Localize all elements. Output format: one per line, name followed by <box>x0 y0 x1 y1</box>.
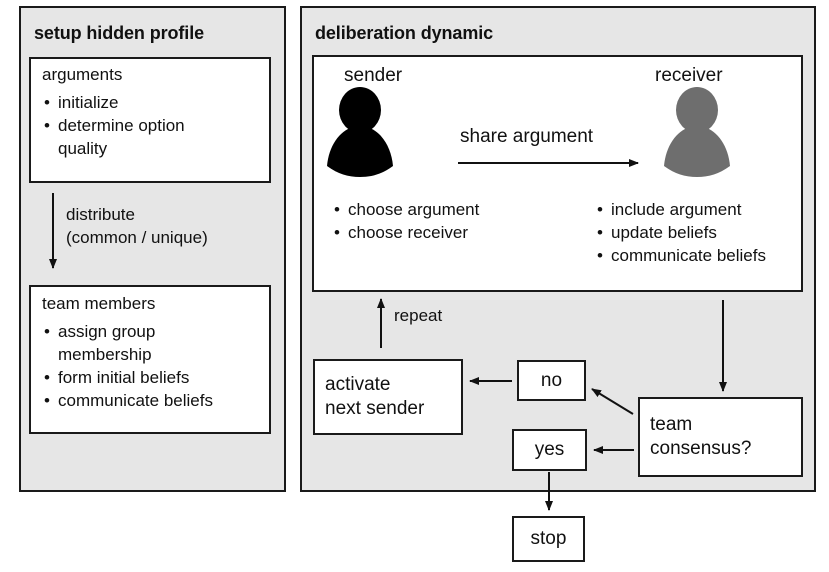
yes-box: yes <box>512 429 587 471</box>
list-item: form initial beliefs <box>42 366 264 389</box>
list-item: update beliefs <box>595 221 805 244</box>
share-argument-label: share argument <box>460 126 594 147</box>
arguments-box-bullets: initialize determine option quality <box>42 91 264 160</box>
receiver-label: receiver <box>655 65 723 86</box>
list-item: determine option quality <box>42 114 264 160</box>
list-item: communicate beliefs <box>595 244 805 267</box>
sender-bullets: choose argument choose receiver <box>332 198 532 244</box>
team-members-box-heading: team members <box>42 294 156 313</box>
distribute-label: distribute (common / unique) <box>66 205 208 247</box>
setup-panel-title: setup hidden profile <box>34 23 205 43</box>
list-item: assign group membership <box>42 320 264 366</box>
repeat-label: repeat <box>394 306 443 325</box>
arguments-box-heading: arguments <box>42 65 123 84</box>
no-box: no <box>517 360 586 401</box>
list-item: initialize <box>42 91 264 114</box>
receiver-bullets: include argument update beliefs communic… <box>595 198 805 267</box>
list-item: choose argument <box>332 198 532 221</box>
list-item: include argument <box>595 198 805 221</box>
deliberation-panel-title: deliberation dynamic <box>315 23 494 43</box>
list-item: communicate beliefs <box>42 389 264 412</box>
sender-label: sender <box>344 65 403 86</box>
activate-next-sender-box: activate next sender <box>313 359 463 435</box>
team-consensus-box: team consensus? <box>638 397 803 477</box>
list-item: choose receiver <box>332 221 532 244</box>
team-members-box-bullets: assign group membership form initial bel… <box>42 320 264 412</box>
stop-box: stop <box>512 516 585 562</box>
